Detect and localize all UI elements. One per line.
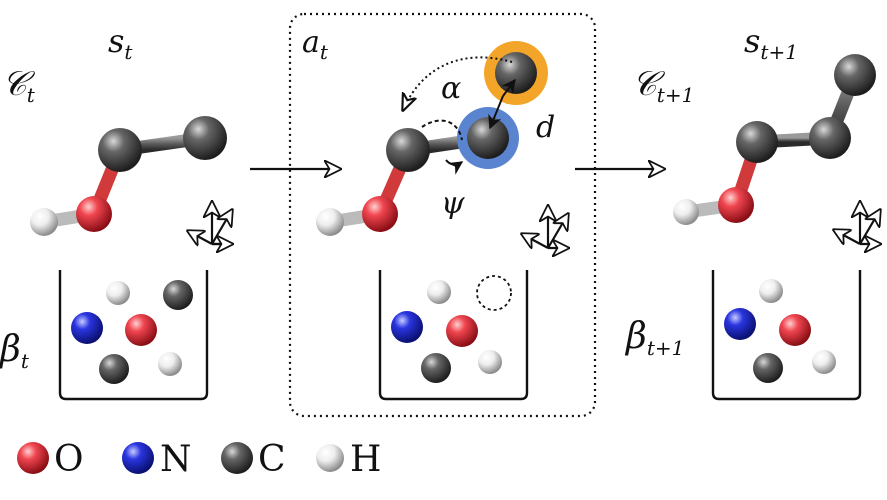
carbon-swatch [221, 442, 253, 474]
bag-container-t1 [711, 270, 862, 401]
atom-legend: O N C H [17, 439, 381, 480]
psi-label: ψ [441, 186, 465, 221]
hydrogen-atom [316, 208, 344, 236]
bag-container-action [378, 270, 529, 401]
carbon-atom [736, 121, 778, 163]
oxygen-atom [76, 196, 112, 232]
legend-label: H [350, 439, 381, 480]
hydrogen-atom [427, 280, 451, 304]
carbon-atom [163, 280, 193, 310]
legend-label: O [54, 439, 84, 480]
molecule-action [316, 41, 548, 236]
carbon-atom [99, 354, 129, 384]
bag-t1-label: βt+1 [624, 316, 684, 360]
carbon-atom [386, 128, 430, 172]
state-t1-panel: st+1 𝒞t+1 βt+1 [624, 22, 880, 401]
carbon-atom [467, 117, 509, 159]
legend-item-nitrogen: N [122, 439, 192, 480]
carbon-atom [809, 117, 851, 159]
carbon-atom [495, 52, 537, 94]
hydrogen-atom [673, 199, 699, 225]
oxygen-swatch [17, 442, 49, 474]
hydrogen-atom [30, 208, 58, 236]
distance-arrow-b [501, 78, 516, 97]
distance-arrow-a [488, 95, 504, 130]
hydrogen-atom [812, 350, 836, 374]
molecule-t [30, 116, 227, 236]
nitrogen-swatch [122, 442, 154, 474]
legend-label: N [160, 439, 192, 480]
carbon-atom [834, 54, 876, 96]
bag-container-t [58, 270, 209, 401]
legend-label: C [258, 439, 286, 480]
action-title: at [302, 25, 329, 64]
nitrogen-atom [71, 312, 103, 344]
oxygen-atom [446, 315, 478, 347]
distance-label: d [536, 110, 555, 145]
hydrogen-atom [158, 352, 182, 376]
carbon-atom [421, 353, 451, 383]
carbon-atom [183, 116, 227, 160]
molecule-t1 [673, 54, 876, 225]
action-box [288, 12, 597, 418]
legend-item-carbon: C [221, 439, 286, 480]
hydrogen-atom [478, 350, 502, 374]
hydrogen-atom [759, 279, 783, 303]
oxygen-atom [779, 314, 811, 346]
bag-t-label: βt [0, 329, 30, 373]
oxygen-atom [718, 187, 754, 223]
conf-t-label: 𝒞t [2, 64, 36, 107]
nitrogen-atom [724, 308, 756, 340]
hydrogen-swatch [316, 444, 344, 472]
oxygen-atom [125, 314, 157, 346]
removed-atom-slot [476, 275, 512, 311]
axes-icon-t1 [834, 202, 880, 244]
carbon-atom [753, 353, 783, 383]
hydrogen-atom [106, 281, 130, 305]
bag-contents-t1 [724, 279, 836, 383]
alpha-label: α [441, 71, 461, 106]
bag-contents-t [71, 280, 193, 384]
oxygen-atom [362, 196, 398, 232]
psi-arc-bottom [445, 159, 464, 175]
axes-icon-action [522, 206, 568, 248]
legend-item-hydrogen: H [316, 439, 381, 480]
bag-contents-action [391, 275, 512, 383]
axes-icon-t [188, 202, 232, 244]
nitrogen-atom [391, 311, 423, 343]
state-t1-title: st+1 [744, 22, 798, 64]
legend-item-oxygen: O [17, 439, 84, 480]
state-t-panel: st 𝒞t βt [0, 22, 232, 401]
conf-t1-label: 𝒞t+1 [632, 64, 694, 107]
carbon-atom [98, 128, 142, 172]
action-panel: at α d ψ [288, 12, 597, 418]
state-t-title: st [108, 22, 133, 64]
